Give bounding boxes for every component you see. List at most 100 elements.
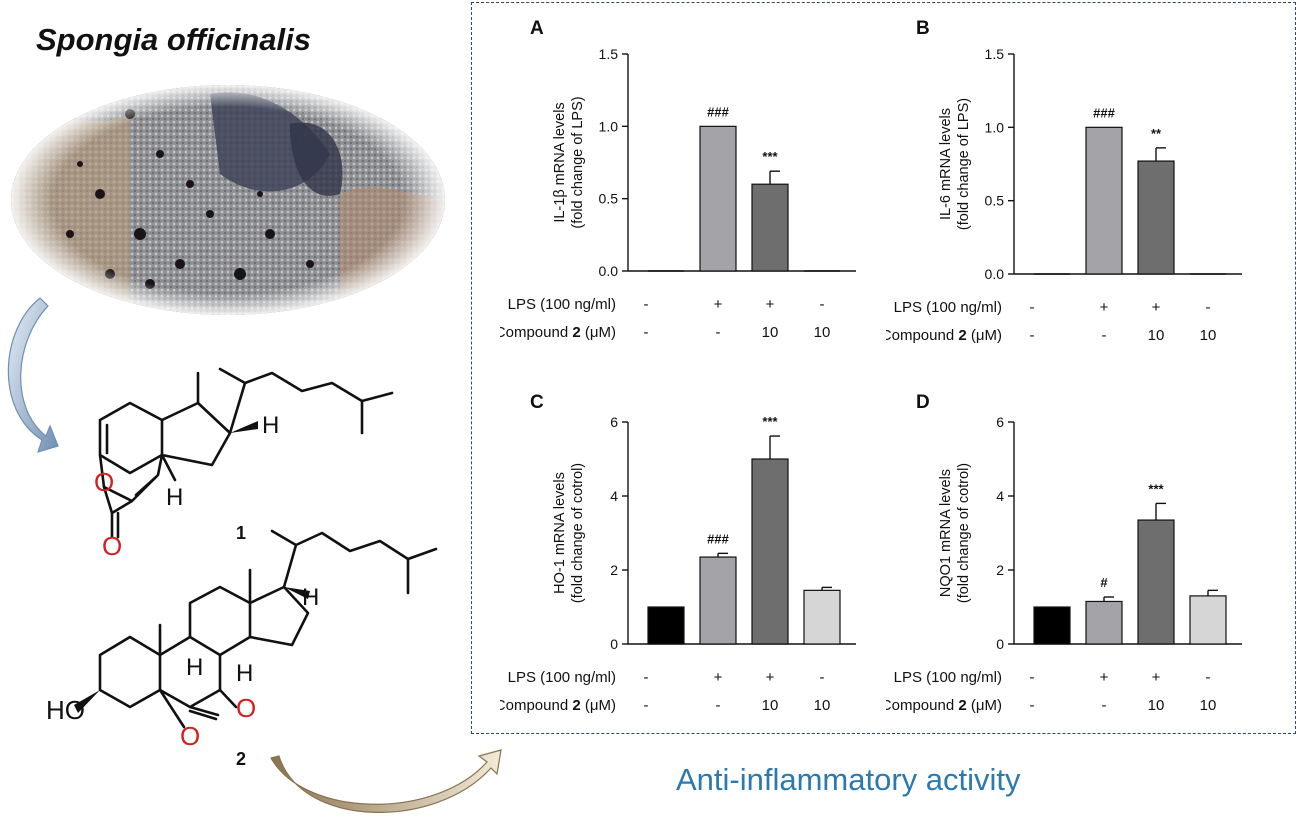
y-axis-label: IL-1β mRNA levels [552, 102, 568, 222]
bar [1085, 600, 1123, 645]
hydrogen-atom: H [186, 654, 203, 681]
bar [751, 458, 789, 645]
compound-label: 1 [236, 523, 246, 543]
curved-arrow-bottom-icon [270, 749, 502, 813]
y-tick-label: 0 [610, 636, 618, 652]
treatment-value: 10 [814, 324, 831, 341]
treatment-value: - [716, 324, 721, 341]
treatment-value: 10 [1200, 327, 1217, 344]
treatment-value: 10 [814, 697, 831, 714]
treatment-value: + [714, 669, 723, 686]
treatment-value: - [644, 296, 649, 313]
panel-letter: C [530, 392, 544, 413]
chart-panel-a: A 0.0 0.5 1.0 1.5IL-1β mRNA levels(fold chan… [500, 18, 856, 341]
bar [699, 125, 737, 272]
compound-1-structure [98, 367, 394, 539]
y-axis-label: HO-1 mRNA levels [552, 472, 568, 594]
treatment-value: 10 [1148, 327, 1165, 344]
peroxide-oxygen: O [180, 721, 200, 751]
chart-panel-c: C 0 2 4 6HO-1 mRNA levels(fold change of cot… [500, 392, 856, 714]
significance-label: ### [707, 104, 729, 119]
y-tick-label: 0.5 [599, 191, 619, 207]
treatment-value: - [1030, 697, 1035, 714]
y-tick-label: 0.0 [985, 266, 1005, 282]
hydroxyl-group: HO [46, 695, 85, 725]
hydrogen-atom: H [166, 484, 183, 511]
y-tick-label: 6 [610, 414, 618, 430]
significance-label: ### [1093, 105, 1115, 120]
treatment-row-label: Compound 2 (μM) [500, 697, 616, 714]
treatment-value: - [1102, 697, 1107, 714]
y-axis-label: (fold change of LPS) [570, 96, 586, 228]
y-tick-label: 0.0 [599, 263, 619, 279]
bar [803, 589, 841, 645]
treatment-value: + [766, 669, 775, 686]
treatment-value: - [820, 669, 825, 686]
bar [699, 556, 737, 645]
panel-letter: A [530, 18, 544, 39]
bar [1137, 519, 1175, 645]
y-tick-label: 2 [610, 562, 618, 578]
treatment-value: - [1030, 669, 1035, 686]
treatment-row-label: LPS (100 ng/ml) [894, 669, 1002, 686]
y-axis-label: (fold change of cotrol) [956, 463, 972, 603]
y-tick-label: 0 [996, 636, 1004, 652]
significance-label: *** [762, 149, 778, 164]
hydrogen-atom: H [302, 584, 319, 611]
treatment-value: - [1206, 299, 1211, 316]
bar [1137, 160, 1175, 275]
compound-1-wedges [230, 421, 258, 433]
treatment-value: 10 [1148, 697, 1165, 714]
treatment-value: - [644, 697, 649, 714]
y-tick-label: 4 [610, 488, 618, 504]
y-tick-label: 2 [996, 562, 1004, 578]
carbonyl-oxygen: O [102, 531, 122, 561]
footer-caption: Anti-inflammatory activity [676, 762, 1021, 797]
treatment-value: - [644, 669, 649, 686]
y-tick-label: 1.0 [985, 119, 1005, 135]
y-axis-label: (fold change of LPS) [956, 98, 972, 230]
treatment-row-label: LPS (100 ng/ml) [894, 299, 1002, 316]
significance-label: *** [762, 414, 778, 429]
significance-label: ### [707, 531, 729, 546]
results-panel [471, 2, 1296, 734]
compound-2-structure [98, 529, 438, 729]
bar [647, 606, 685, 645]
bar [751, 183, 789, 272]
treatment-value: - [1102, 327, 1107, 344]
treatment-value: 10 [1200, 697, 1217, 714]
significance-label: *** [1148, 481, 1164, 496]
hydrogen-atom: H [262, 412, 279, 439]
y-tick-label: 1.0 [599, 118, 619, 134]
treatment-value: - [1030, 299, 1035, 316]
treatment-row-label: Compound 2 (μM) [886, 697, 1002, 714]
bar [1033, 606, 1071, 645]
treatment-row-label: LPS (100 ng/ml) [508, 296, 616, 313]
y-tick-label: 1.5 [599, 46, 619, 62]
treatment-value: + [1152, 299, 1161, 316]
treatment-row-label: Compound 2 (μM) [500, 324, 616, 341]
bar [1085, 126, 1123, 275]
sponge-photo [11, 85, 445, 315]
y-tick-label: 6 [996, 414, 1004, 430]
treatment-value: 10 [762, 324, 779, 341]
treatment-value: - [1030, 327, 1035, 344]
hydrogen-atom: H [236, 660, 253, 687]
panel-letter: B [916, 18, 930, 39]
chart-panel-b: B0.00.51.01.5IL-6 mRNA levels(fold chang… [886, 18, 1242, 344]
y-axis-label: (fold change of cotrol) [570, 463, 586, 603]
y-tick-label: 4 [996, 488, 1004, 504]
treatment-value: + [1100, 669, 1109, 686]
compound-2-wedges [74, 587, 310, 713]
treatment-value: - [644, 324, 649, 341]
y-tick-label: 1.5 [985, 46, 1005, 62]
treatment-value: + [714, 296, 723, 313]
treatment-value: - [716, 697, 721, 714]
significance-label: ** [1151, 126, 1162, 141]
y-tick-label: 0.5 [985, 193, 1005, 209]
treatment-value: + [766, 296, 775, 313]
treatment-value: 10 [762, 697, 779, 714]
significance-label: # [1100, 575, 1108, 590]
bar [1189, 595, 1227, 645]
